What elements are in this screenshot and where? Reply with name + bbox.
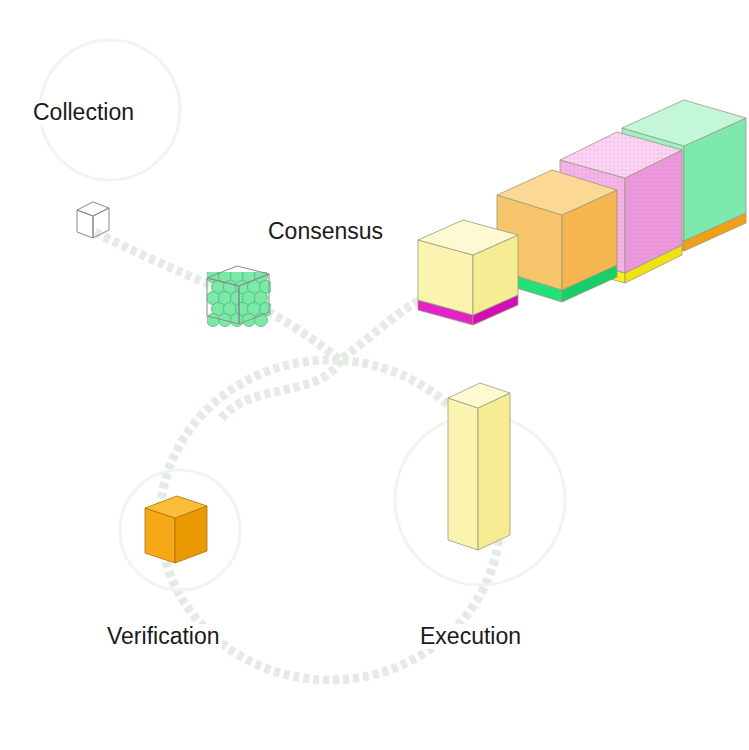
stage-label: Verification <box>105 624 222 649</box>
execution-block <box>448 383 510 550</box>
stage-label: Collection <box>31 100 136 125</box>
collection-full-cube-face <box>207 266 269 286</box>
transaction-sphere <box>231 314 244 327</box>
consensus-block-orange-face <box>497 170 617 215</box>
collection-empty-cube-face <box>77 202 109 216</box>
verification-block <box>145 496 207 563</box>
collection-full-cube <box>207 266 269 324</box>
consensus-block-pink-face <box>560 132 682 178</box>
collection-empty-cube-face <box>77 210 93 238</box>
collection-full-cube-face <box>239 274 269 324</box>
consensus-block-yellow-face <box>418 220 518 255</box>
execution-block-face <box>478 393 510 550</box>
transaction-sphere <box>207 314 220 327</box>
flow-track <box>95 232 500 680</box>
execution-block-face <box>448 383 510 408</box>
consensus-block-yellow <box>418 220 518 325</box>
stage-label: Consensus <box>266 219 385 244</box>
cube-illustrations <box>77 100 746 563</box>
stage-label: Execution <box>418 624 523 649</box>
verification-block-face <box>145 496 207 518</box>
collection-empty-cube <box>77 202 109 238</box>
execution-block-face <box>448 398 478 550</box>
track-cross <box>220 360 340 420</box>
track-upper <box>95 232 420 360</box>
